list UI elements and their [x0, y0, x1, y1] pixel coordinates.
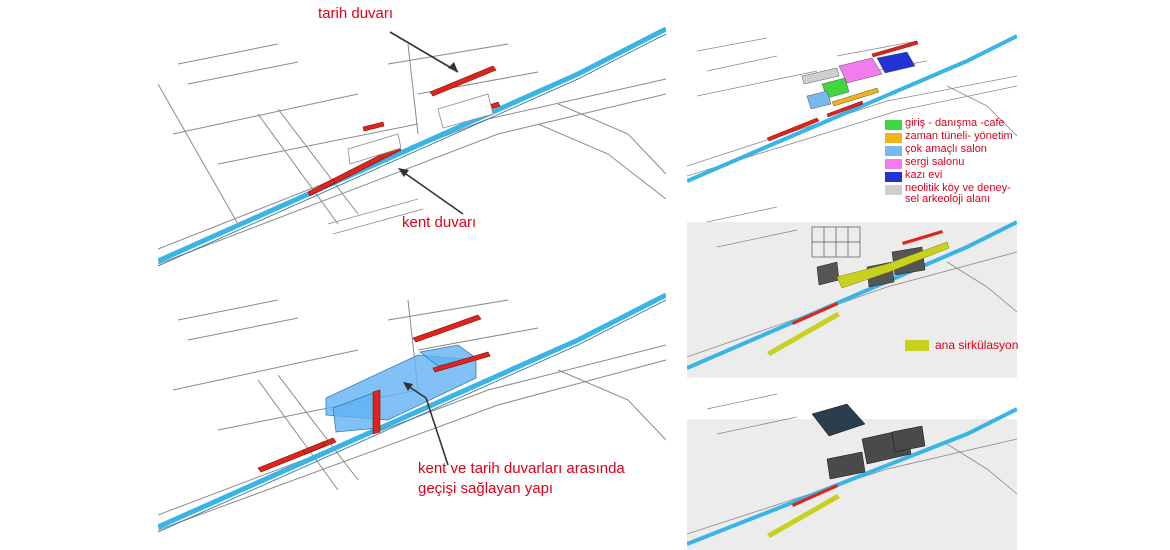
- site-plan-walls: [158, 24, 666, 271]
- legend-swatch-icon: [905, 340, 929, 351]
- legend-swatch-icon: [885, 185, 902, 195]
- legend-item: zaman tüneli- yönetim: [885, 131, 1013, 143]
- site-plan-transition: [158, 280, 666, 550]
- legend-item: sergi salonu: [885, 157, 1013, 169]
- circulation-legend: ana sirkülasyon: [905, 338, 1019, 352]
- label-city-wall: kent duvarı: [402, 214, 477, 231]
- legend-swatch-icon: [885, 120, 902, 130]
- site-plan-circulation: [687, 192, 1017, 378]
- legend-swatch-icon: [885, 146, 902, 156]
- legend-item: kazı evi: [885, 170, 1013, 182]
- function-legend: giriş - danışma -cafe zaman tüneli- yöne…: [885, 118, 1013, 206]
- label-history-wall: tarih duvarı: [318, 5, 394, 22]
- circulation-label: ana sirkülasyon: [935, 338, 1019, 352]
- legend-swatch-icon: [885, 172, 902, 182]
- site-plan-massing: [687, 384, 1017, 550]
- legend-item: çok amaçlı salon: [885, 144, 1013, 156]
- legend-item: neolitik köy ve deney- sel arkeoloji ala…: [885, 183, 1013, 205]
- label-transition-line1: kent ve tarih duvarları arasında: [418, 460, 625, 477]
- legend-swatch-icon: [885, 133, 902, 143]
- legend-item: giriş - danışma -cafe: [885, 118, 1013, 130]
- legend-swatch-icon: [885, 159, 902, 169]
- label-transition-line2: geçişi sağlayan yapı: [418, 480, 554, 497]
- site-plan-functions: [687, 26, 1017, 186]
